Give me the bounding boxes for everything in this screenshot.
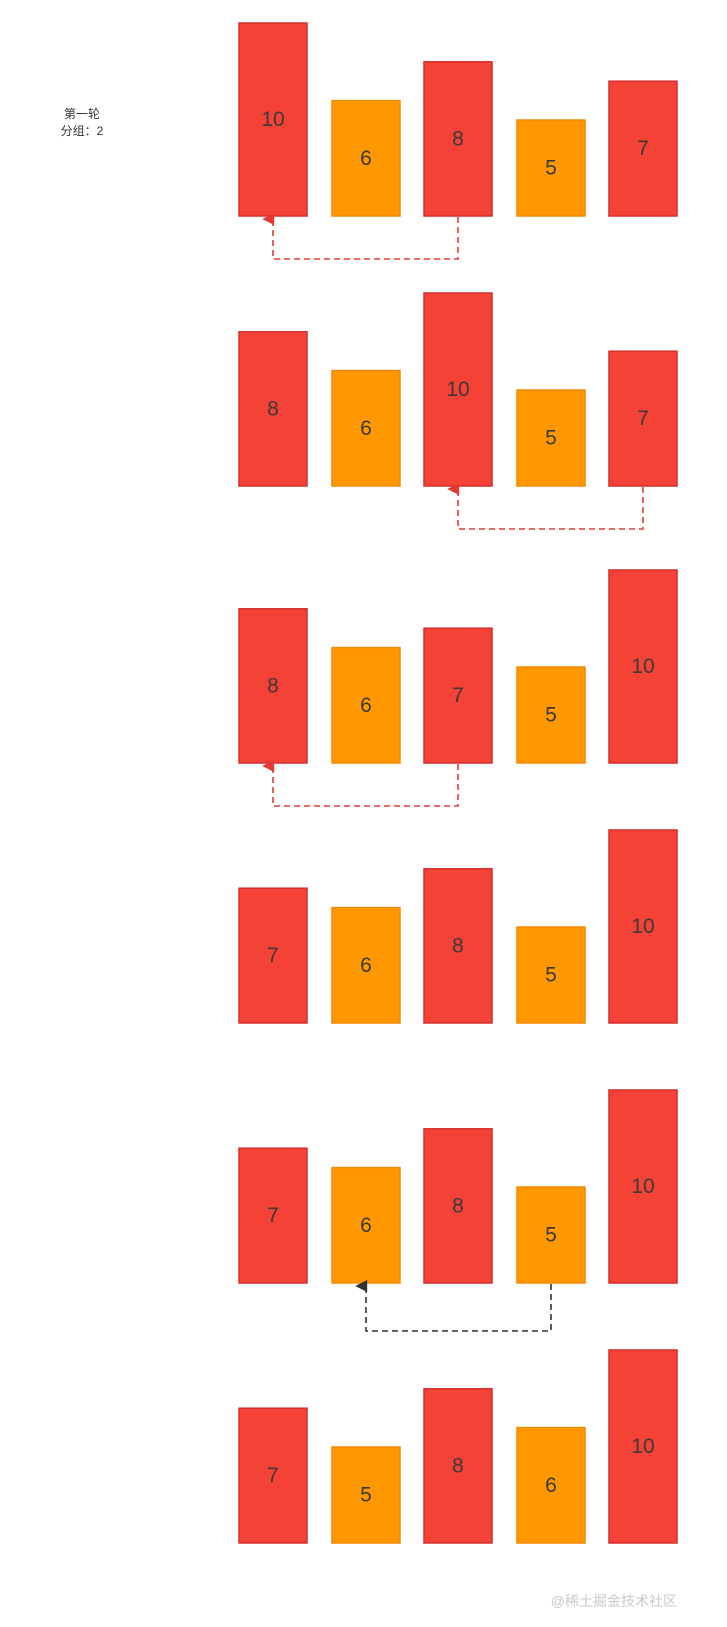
bar-1	[238, 608, 308, 764]
bar-3-value: 8	[452, 127, 464, 150]
bar-2-value: 5	[360, 1484, 372, 1507]
bar-5-value: 10	[631, 1435, 654, 1458]
bar-4-value: 5	[545, 1224, 557, 1247]
bar-4-value: 5	[545, 427, 557, 450]
bar-1-value: 8	[267, 397, 279, 420]
bar-3-value: 8	[452, 1194, 464, 1217]
round-title: 第一轮	[63, 107, 100, 121]
step-4: 7 6 8 5 10	[238, 829, 678, 1024]
watermark: @稀土掘金技术社区	[550, 1593, 677, 1609]
bar-4-value: 6	[545, 1474, 557, 1497]
bar-4	[516, 119, 586, 217]
bar-3	[423, 61, 493, 217]
bar-3	[423, 627, 493, 764]
bar-1	[238, 331, 308, 487]
bar-1-value: 7	[267, 1464, 279, 1487]
bar-1-value: 7	[267, 1204, 279, 1227]
bar-5-value: 7	[637, 137, 649, 160]
step-2: 8 6 10 5 7	[238, 292, 678, 530]
bar-1	[238, 1407, 308, 1544]
step-1: 10 6 8 5 7	[238, 22, 678, 260]
bar-2-value: 6	[360, 147, 372, 170]
group-size-label: 分组：2	[60, 124, 104, 138]
swap-arrow	[447, 483, 644, 530]
bar-1-value: 10	[261, 108, 284, 131]
bar-5	[608, 1089, 678, 1284]
step-3: 8 6 7 5 10	[238, 569, 678, 807]
bar-5	[608, 350, 678, 487]
bar-3	[423, 1128, 493, 1284]
bar-3	[423, 1388, 493, 1544]
bar-2-value: 6	[360, 1214, 372, 1237]
bar-2	[331, 99, 401, 217]
round-label: 第一轮 分组：2	[38, 106, 126, 140]
bar-4	[516, 1426, 586, 1544]
bar-3-value: 8	[452, 934, 464, 957]
bar-4	[516, 666, 586, 764]
bar-2-value: 6	[360, 954, 372, 977]
bar-2	[331, 1446, 401, 1544]
bar-5-value: 7	[637, 407, 649, 430]
step-6: 7 5 8 6 10	[238, 1349, 678, 1544]
bar-3-value: 10	[446, 378, 469, 401]
bar-1-value: 8	[267, 674, 279, 697]
bar-2	[331, 906, 401, 1024]
bar-4	[516, 1186, 586, 1284]
bar-1	[238, 1147, 308, 1284]
swap-arrow	[355, 1280, 552, 1332]
bar-2	[331, 646, 401, 764]
bar-1-value: 7	[267, 944, 279, 967]
bar-4-value: 5	[545, 704, 557, 727]
step-5: 7 6 8 5 10	[238, 1089, 678, 1332]
bar-4-value: 5	[545, 964, 557, 987]
bar-3	[423, 868, 493, 1024]
swap-arrow	[262, 213, 459, 260]
bar-4	[516, 926, 586, 1024]
bar-4-value: 5	[545, 157, 557, 180]
bar-1	[238, 887, 308, 1024]
bar-5-value: 10	[631, 655, 654, 678]
bar-3-value: 8	[452, 1454, 464, 1477]
bar-2-value: 6	[360, 417, 372, 440]
bar-5-value: 10	[631, 915, 654, 938]
bar-2-value: 6	[360, 694, 372, 717]
bar-2	[331, 1166, 401, 1284]
bar-4	[516, 389, 586, 487]
bar-1	[238, 22, 308, 217]
bar-5	[608, 1349, 678, 1544]
bar-5	[608, 80, 678, 217]
bar-3-value: 7	[452, 684, 464, 707]
bar-5	[608, 829, 678, 1024]
bar-5	[608, 569, 678, 764]
swap-arrow	[262, 760, 459, 807]
bar-2	[331, 369, 401, 487]
bar-5-value: 10	[631, 1175, 654, 1198]
